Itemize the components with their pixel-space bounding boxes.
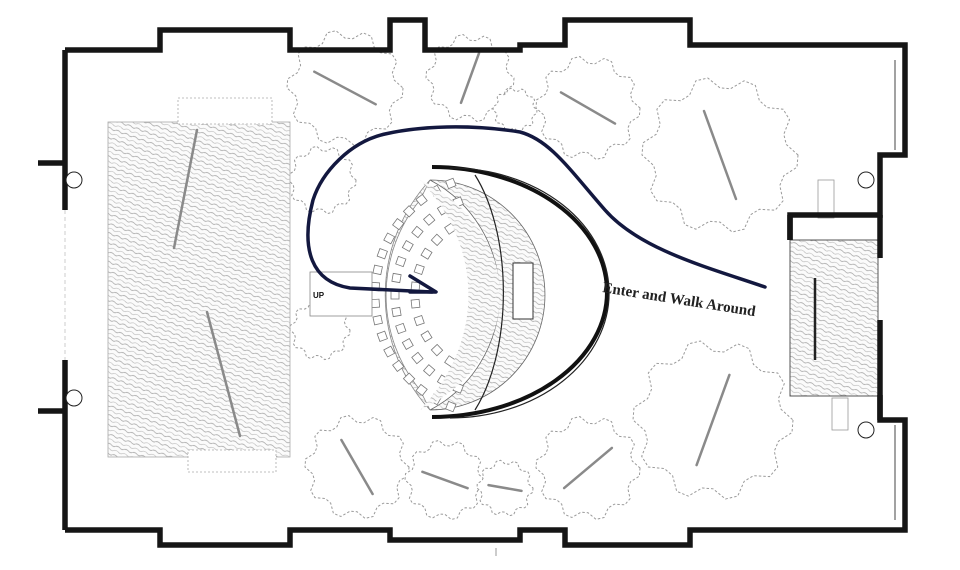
table-bar: [340, 438, 374, 496]
central-theatre: [370, 165, 610, 419]
outer-wall: [65, 17, 908, 240]
table-clusters: [286, 30, 799, 521]
stage-bar-top: [172, 128, 199, 250]
stage-notch-bottom: [187, 449, 277, 473]
stage-notch-top: [177, 97, 273, 125]
chair: [372, 264, 383, 276]
outer-wall-bottom: [65, 395, 908, 548]
chair: [430, 233, 444, 247]
table-bar: [695, 373, 731, 467]
chair: [402, 372, 416, 385]
table-bar: [562, 446, 614, 490]
chair: [445, 400, 457, 413]
stage-inner-arc: [474, 174, 504, 411]
chair: [401, 338, 414, 350]
right-door-swing-bottom: [857, 421, 875, 439]
chair: [395, 322, 407, 335]
chair: [392, 359, 405, 373]
table-bar: [559, 91, 617, 125]
chair: [395, 255, 407, 268]
left-door-swing-top: [65, 171, 83, 189]
chair: [413, 315, 425, 327]
chair: [415, 383, 428, 397]
left-stage: [107, 121, 291, 458]
entry-block: [789, 239, 879, 397]
route-label: Enter and Walk Around: [601, 280, 757, 320]
chair: [422, 213, 436, 226]
chair: [391, 306, 402, 318]
table-bar: [702, 109, 738, 201]
chair: [410, 298, 421, 309]
chair: [430, 343, 444, 357]
chair: [376, 248, 388, 260]
entry-step-top: [817, 179, 835, 219]
chair: [376, 330, 388, 342]
chair: [401, 240, 414, 252]
chair: [445, 177, 457, 190]
chair: [411, 225, 424, 239]
left-door-swing-bottom: [65, 389, 83, 407]
stage-crescent: [420, 180, 501, 410]
chair: [390, 290, 400, 300]
route-path: [306, 125, 767, 294]
stage-prop: [512, 262, 534, 320]
stair-landing: [309, 271, 373, 317]
table-bar: [313, 70, 377, 106]
up-label: UP: [313, 291, 325, 300]
stage-mid-arc: [449, 167, 610, 419]
chair: [392, 217, 405, 231]
entry-step-bottom: [831, 397, 849, 431]
chair: [422, 364, 436, 377]
chair: [391, 272, 402, 284]
chair: [413, 263, 425, 275]
chair: [415, 193, 428, 207]
table-bar: [421, 470, 469, 490]
chair: [383, 345, 396, 358]
chair: [372, 314, 383, 326]
chair: [420, 247, 433, 260]
table-cluster: [492, 87, 538, 133]
right-door-swing-top: [857, 171, 875, 189]
table-bar: [487, 483, 523, 493]
chair: [420, 330, 433, 343]
route-arrow-icon: [408, 274, 438, 294]
chair: [411, 351, 424, 365]
table-bar: [459, 51, 481, 105]
chair: [383, 232, 396, 245]
stage-outer-arc: [431, 165, 609, 419]
chair: [402, 205, 416, 218]
stage-bar-bottom: [205, 310, 242, 438]
